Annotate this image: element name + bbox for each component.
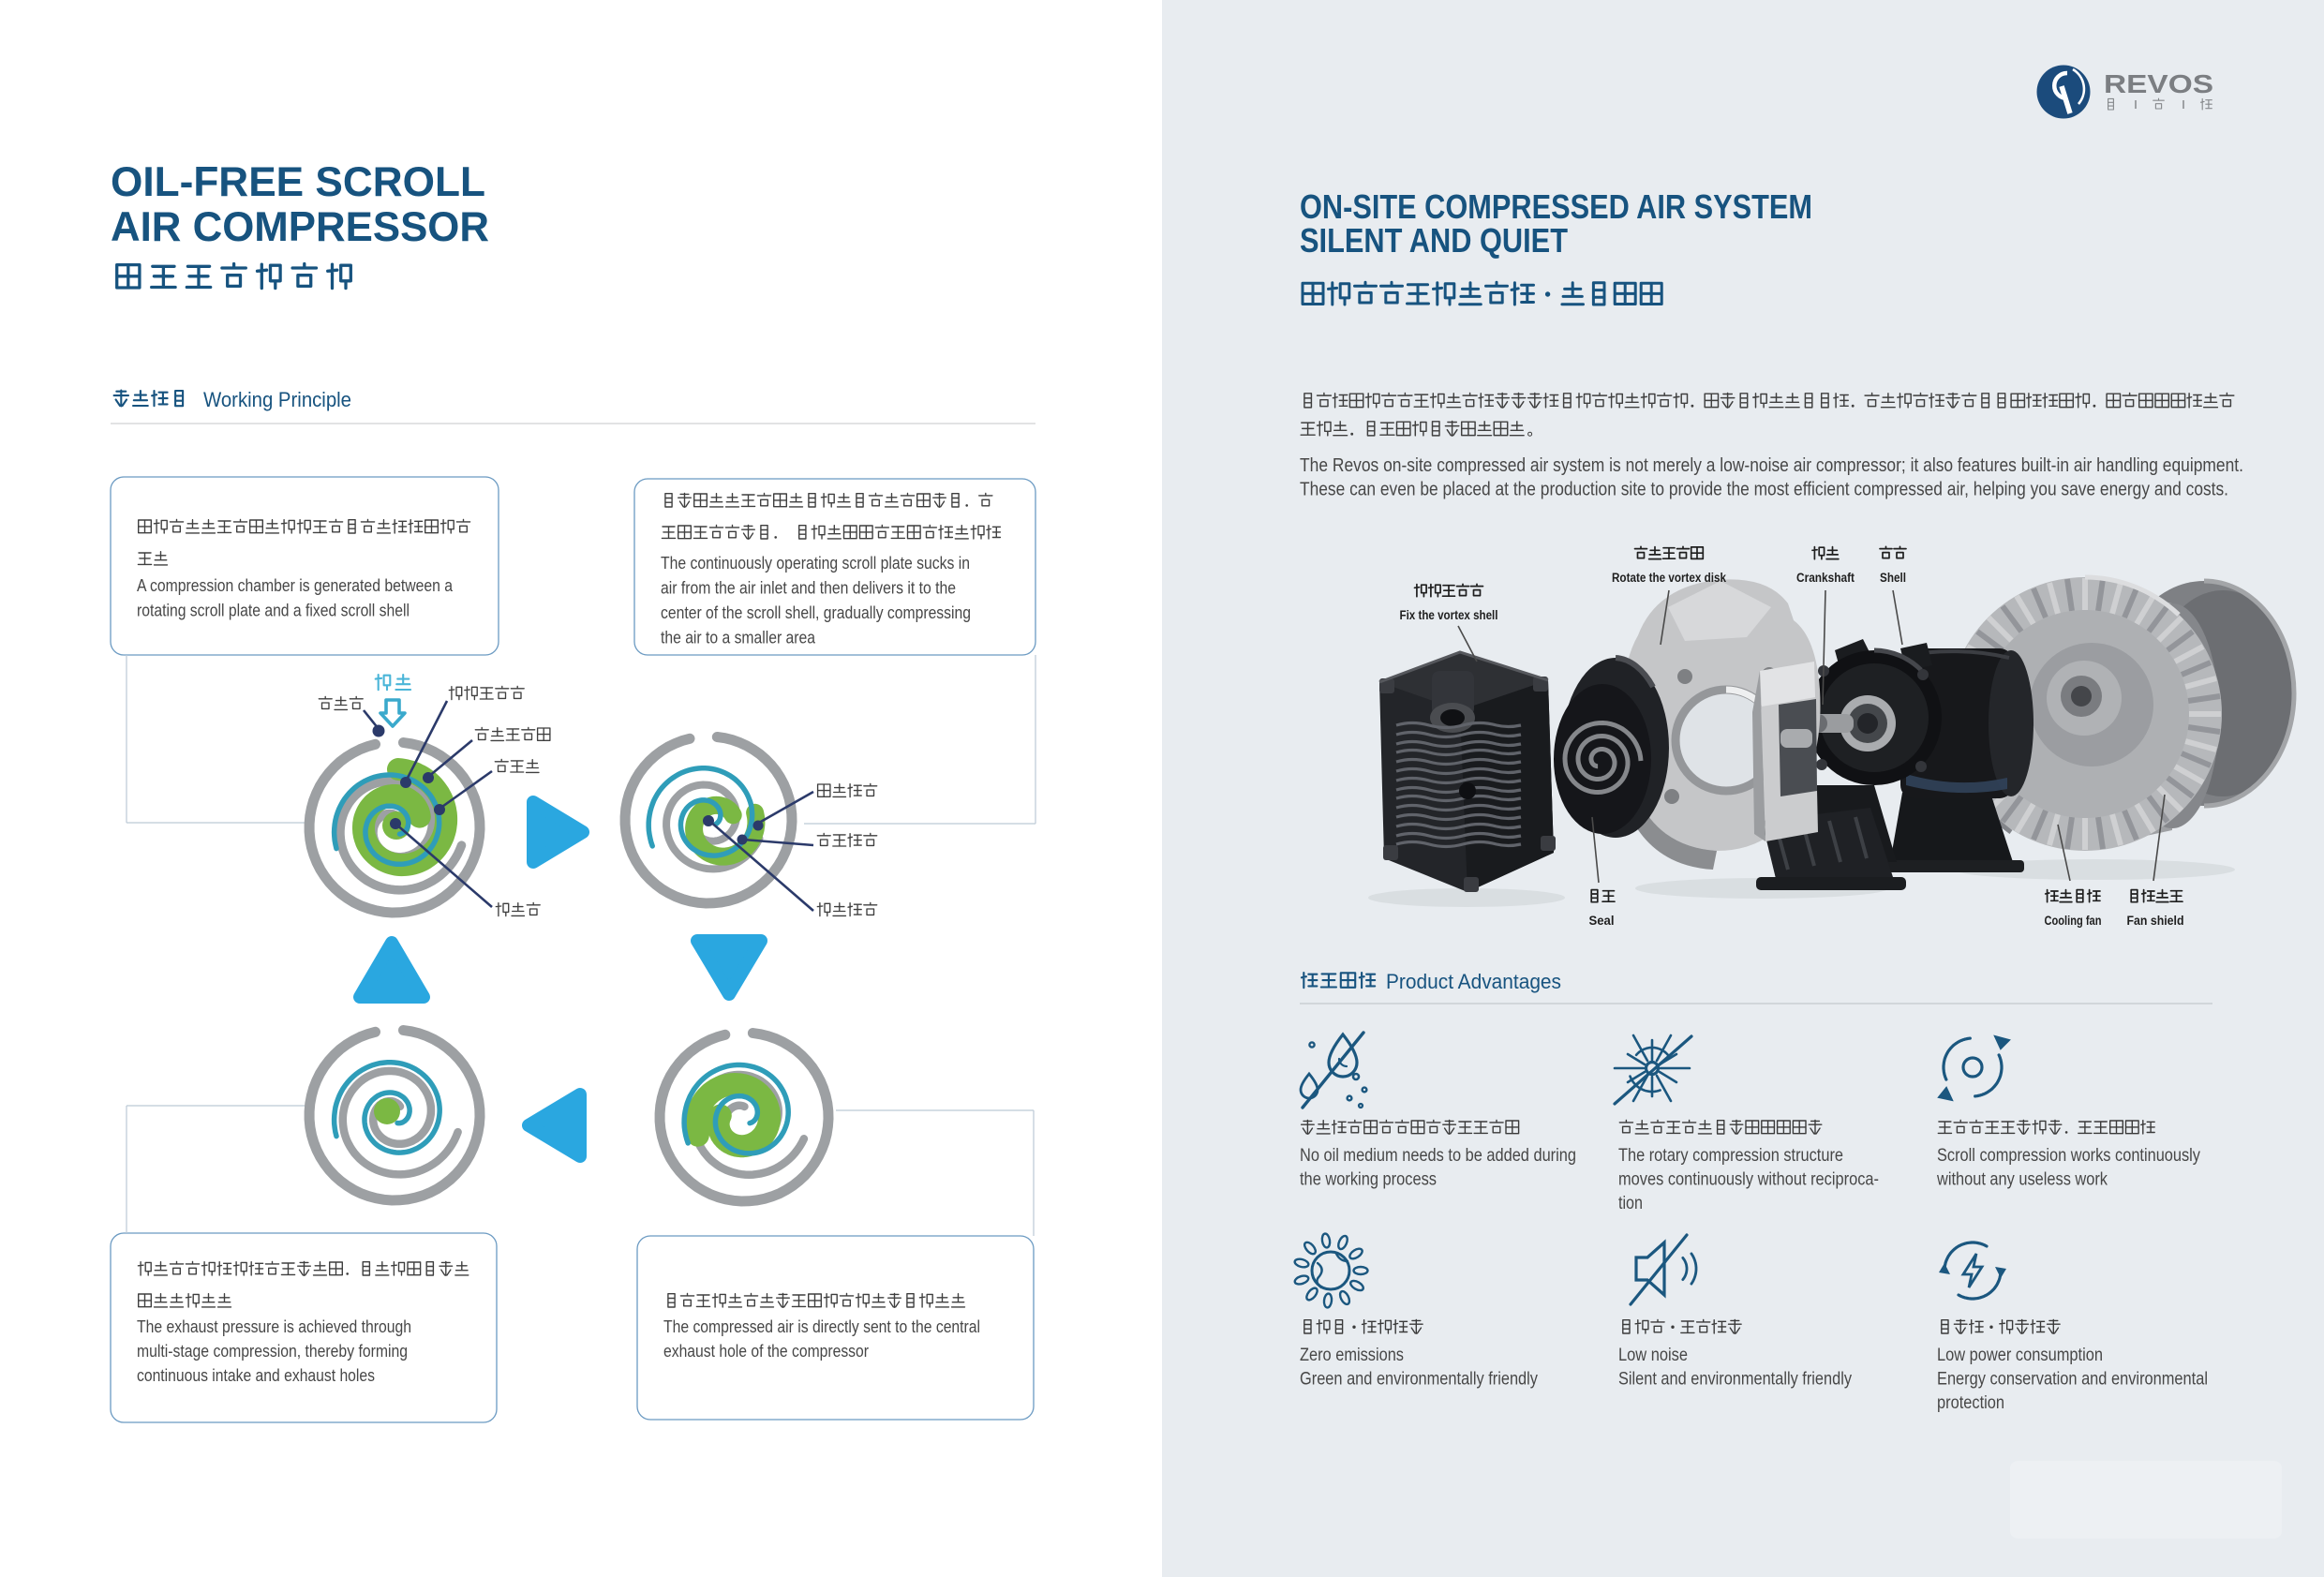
svg-text:without any useless work: without any useless work [1936, 1169, 2108, 1190]
svg-text:Energy conservation and enviro: Energy conservation and environmental [1937, 1369, 2208, 1390]
svg-text:Rotate the vortex disk: Rotate the vortex disk [1612, 571, 1726, 585]
svg-text:the working process: the working process [1300, 1169, 1437, 1190]
svg-text:Low power consumption: Low power consumption [1937, 1345, 2103, 1365]
svg-text:rotating scroll plate and a fi: rotating scroll plate and a fixed scroll… [137, 601, 410, 620]
svg-text:OIL-FREE SCROLL: OIL-FREE SCROLL [111, 159, 485, 205]
svg-text:Fan shield: Fan shield [2127, 914, 2184, 928]
svg-text:ON-SITE COMPRESSED AIR SYSTEM: ON-SITE COMPRESSED AIR SYSTEM [1300, 187, 1812, 226]
svg-text:Scroll compression works conti: Scroll compression works continuously [1937, 1145, 2200, 1166]
svg-text:The compressed air is directly: The compressed air is directly sent to t… [663, 1317, 980, 1336]
svg-text:Shell: Shell [1880, 571, 1906, 585]
svg-text:These can even be placed at th: These can even be placed at the producti… [1300, 479, 2228, 500]
svg-text:air from the air inlet and the: air from the air inlet and then delivers… [661, 578, 956, 598]
svg-text:AIR COMPRESSOR: AIR COMPRESSOR [111, 204, 489, 250]
svg-text:No oil medium needs to be adde: No oil medium needs to be added during [1300, 1145, 1576, 1166]
svg-text:Cooling fan: Cooling fan [2045, 914, 2102, 928]
svg-text:The continuously operating scr: The continuously operating scroll plate … [661, 553, 970, 573]
svg-text:Fix the vortex shell: Fix the vortex shell [1400, 608, 1498, 622]
svg-text:Zero emissions: Zero emissions [1300, 1345, 1404, 1365]
svg-text:center of the scroll shell, gr: center of the scroll shell, gradually co… [661, 603, 971, 622]
svg-text:Product Advantages: Product Advantages [1386, 970, 1561, 993]
svg-text:the air to a smaller area: the air to a smaller area [661, 628, 816, 647]
svg-text:The rotary compression structu: The rotary compression structure [1618, 1145, 1843, 1166]
svg-text:Seal: Seal [1589, 914, 1615, 928]
svg-text:moves continuously without rec: moves continuously without reciproca- [1618, 1169, 1879, 1190]
svg-text:Working Principle: Working Principle [203, 388, 351, 411]
svg-text:A compression chamber is gener: A compression chamber is generated betwe… [137, 575, 454, 595]
svg-text:multi-stage compression, there: multi-stage compression, thereby forming [137, 1341, 408, 1361]
svg-text:REVOS: REVOS [2104, 69, 2213, 98]
svg-text:Low noise: Low noise [1618, 1345, 1688, 1365]
svg-text:exhaust hole of the compressor: exhaust hole of the compressor [663, 1341, 869, 1361]
svg-text:protection: protection [1937, 1392, 2004, 1413]
svg-text:Green and environmentally frie: Green and environmentally friendly [1300, 1369, 1538, 1390]
svg-text:The Revos on-site compressed a: The Revos on-site compressed air system … [1300, 454, 2243, 476]
svg-text:The exhaust pressure is achiev: The exhaust pressure is achieved through [137, 1317, 411, 1336]
svg-text:Crankshaft: Crankshaft [1796, 571, 1855, 585]
svg-text:Silent and environmentally fri: Silent and environmentally friendly [1618, 1369, 1852, 1390]
svg-text:SILENT AND QUIET: SILENT AND QUIET [1300, 221, 1568, 260]
svg-text:continuous intake and exhaust: continuous intake and exhaust holes [137, 1365, 375, 1385]
svg-text:tion: tion [1618, 1193, 1643, 1213]
